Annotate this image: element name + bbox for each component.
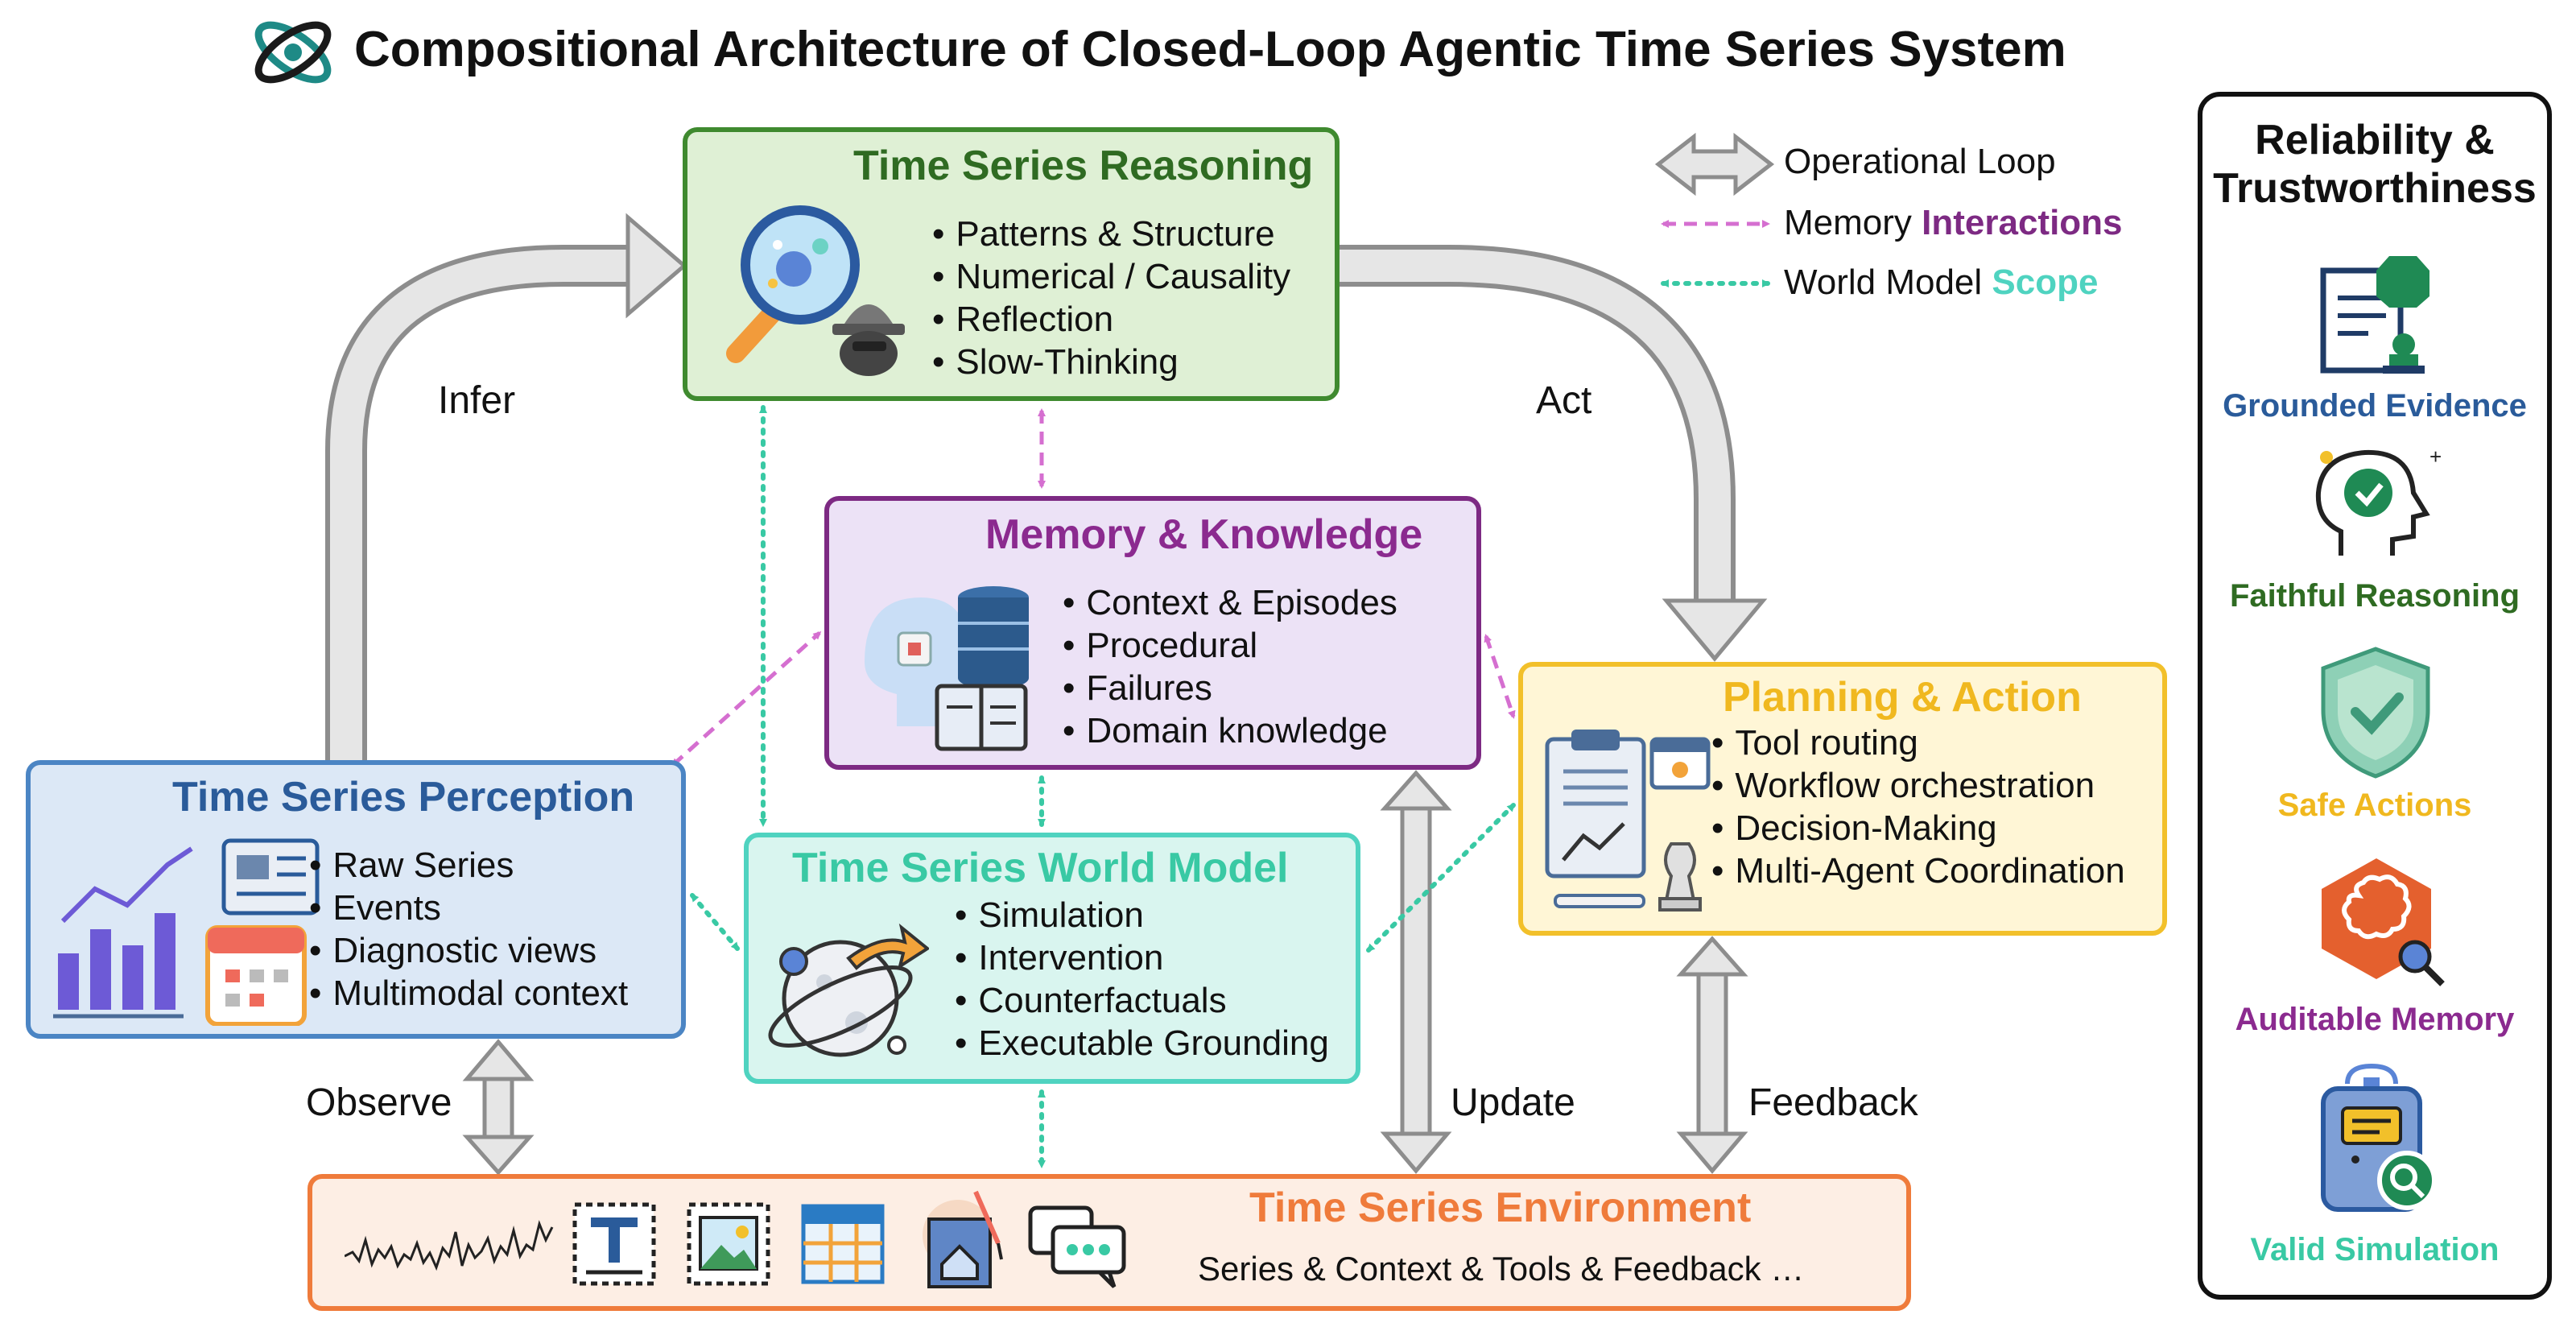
memory-interaction-arrows <box>671 408 1516 767</box>
reasoning-title: Time Series Reasoning <box>853 143 1314 189</box>
environment-subtitle: Series & Context & Tools & Feedback … <box>1198 1250 1805 1288</box>
reasoning-bullet: Slow-Thinking <box>932 341 1290 383</box>
memory-bullets: Context & Episodes Procedural Failures D… <box>1063 581 1397 752</box>
clipboard-chess-icon <box>1545 730 1711 912</box>
brain-hexagon-icon <box>2322 858 2445 986</box>
reliability-title-line1: Reliability & <box>2255 117 2495 163</box>
reliability-panel: Reliability & Trustworthiness Grounded E… <box>2198 92 2552 1300</box>
reliability-label-valid-simulation: Valid Simulation <box>2250 1232 2500 1267</box>
legend-memory-prefix: Memory <box>1784 203 1922 242</box>
atom-logo-icon <box>254 21 332 84</box>
observe-arrow <box>462 1039 535 1176</box>
evidence-document-icon <box>2320 256 2429 374</box>
planning-bullets: Tool routing Workflow orchestration Deci… <box>1711 721 2125 892</box>
world-model-scope-arrows <box>690 405 1516 1168</box>
reliability-label-faithful-reasoning: Faithful Reasoning <box>2230 578 2520 614</box>
legend-world-model-scope: World Model Scope <box>1784 263 2098 303</box>
flow-label-update: Update <box>1451 1081 1575 1124</box>
world-model-bullet: Intervention <box>955 936 1329 979</box>
perception-bullet: Diagnostic views <box>309 929 628 972</box>
reasoning-bullet: Patterns & Structure <box>932 213 1290 255</box>
world-model-bullet: Executable Grounding <box>955 1022 1328 1064</box>
waveform-icon <box>345 1220 554 1271</box>
infer-arrow <box>325 213 687 760</box>
page-title: Compositional Architecture of Closed-Loo… <box>354 22 2066 77</box>
world-model-bullets: Simulation Intervention Counterfactuals … <box>955 894 1329 1064</box>
perception-bullet: Multimodal context <box>309 972 628 1015</box>
legend-operational-loop-icon <box>1654 132 1775 196</box>
planning-bullet: Multi-Agent Coordination <box>1711 850 2124 892</box>
chart-news-calendar-icon <box>53 838 320 1026</box>
perception-bullets: Raw Series Events Diagnostic views Multi… <box>309 844 628 1015</box>
reasoning-bullets: Patterns & Structure Numerical / Causali… <box>932 213 1290 383</box>
perception-box: Time Series Perception Raw Series Events <box>26 760 686 1039</box>
memory-bullet: Procedural <box>1063 624 1397 667</box>
update-arrow <box>1380 770 1452 1174</box>
world-model-bullet: Counterfactuals <box>955 979 1329 1022</box>
flow-label-infer: Infer <box>438 379 516 422</box>
legend-memory-highlight: Interactions <box>1922 203 2123 242</box>
flow-label-observe: Observe <box>306 1081 452 1124</box>
environment-title: Time Series Environment <box>1249 1184 1752 1231</box>
sparkle-icon: + <box>2429 444 2442 469</box>
blueprint-icon <box>923 1190 1003 1288</box>
reliability-label-safe-actions: Safe Actions <box>2277 788 2472 823</box>
memory-title: Memory & Knowledge <box>985 511 1423 558</box>
planning-box: Planning & Action Tool routing Workflow … <box>1518 662 2167 936</box>
memory-bullet: Domain knowledge <box>1063 709 1397 752</box>
table-icon <box>801 1204 885 1284</box>
reliability-label-auditable-memory: Auditable Memory <box>2235 1002 2515 1037</box>
head-database-book-icon <box>865 586 1029 751</box>
magnifier-detective-icon <box>726 205 905 376</box>
flow-label-act: Act <box>1536 379 1592 422</box>
reliability-label-grounded-evidence: Grounded Evidence <box>2223 388 2527 424</box>
world-model-box: Time Series World Model Simulation Inter… <box>744 833 1360 1084</box>
planning-bullet: Workflow orchestration <box>1711 764 2125 807</box>
image-icon <box>687 1202 770 1286</box>
legend-memory-interactions: Memory Interactions <box>1784 203 2123 243</box>
device-search-icon <box>2321 1063 2437 1212</box>
legend-world-highlight: Scope <box>1992 263 2099 302</box>
act-arrow <box>1340 245 1768 662</box>
shield-check-icon <box>2321 647 2430 779</box>
planning-bullet: Decision-Making <box>1711 807 2125 850</box>
world-model-title: Time Series World Model <box>792 845 1289 891</box>
reliability-title-line2: Trustworthiness <box>2213 165 2537 212</box>
environment-box: Time Series Environment Series & Context… <box>308 1174 1911 1311</box>
head-check-icon: + <box>2315 444 2442 556</box>
planning-title: Planning & Action <box>1723 674 2082 721</box>
memory-bullet: Context & Episodes <box>1063 581 1397 624</box>
reasoning-bullet: Numerical / Causality <box>932 255 1290 298</box>
memory-box: Memory & Knowledge Context & Episodes Pr… <box>824 496 1481 770</box>
planet-orbit-icon <box>768 923 929 1057</box>
perception-bullet: Events <box>309 887 628 929</box>
planning-bullet: Tool routing <box>1711 721 2125 764</box>
flow-label-feedback: Feedback <box>1748 1081 1918 1124</box>
feedback-arrow <box>1676 936 1748 1174</box>
legend-operational-loop: Operational Loop <box>1784 142 2056 181</box>
text-icon <box>572 1202 656 1286</box>
chat-icon <box>1028 1205 1126 1288</box>
legend-world-prefix: World Model <box>1784 263 1992 302</box>
perception-title: Time Series Perception <box>172 774 635 821</box>
reasoning-bullet: Reflection <box>932 298 1290 341</box>
memory-bullet: Failures <box>1063 667 1397 709</box>
reasoning-box: Time Series Reasoning Patterns & Structu… <box>683 127 1340 401</box>
perception-bullet: Raw Series <box>309 844 628 887</box>
world-model-bullet: Simulation <box>955 894 1329 936</box>
